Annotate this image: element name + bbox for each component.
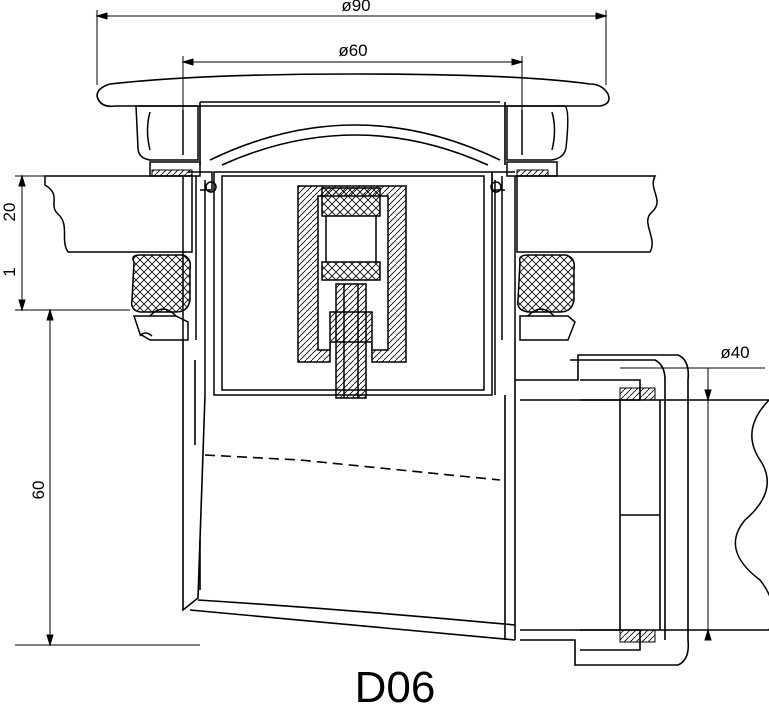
dim-label-top-outer: ø90 <box>341 0 370 15</box>
dim-label-outlet: ø40 <box>720 343 749 362</box>
washer-left <box>132 308 189 341</box>
outlet-seal-top <box>619 387 656 401</box>
lower-body <box>182 340 516 641</box>
dim-label-slab: 20 <box>0 203 19 222</box>
dim-label-top-inner: ø60 <box>338 41 367 60</box>
outlet-pipe-break <box>734 399 769 630</box>
drawing-code: D06 <box>355 663 436 705</box>
dimension-left <box>15 174 200 647</box>
gasket-right <box>516 254 576 313</box>
slab-inlay-right <box>516 169 549 177</box>
side-outlet <box>515 354 769 666</box>
clamp-left <box>135 105 201 177</box>
slab-inlay-left <box>151 169 193 177</box>
slab-left <box>44 175 193 253</box>
gasket-left <box>130 254 192 313</box>
dimension-top-outer <box>95 10 608 85</box>
clamp-right <box>506 105 569 177</box>
valve-assembly <box>297 185 407 399</box>
dim-label-gap: 1 <box>0 267 19 276</box>
top-cap <box>96 73 610 166</box>
washer-right <box>519 308 576 341</box>
outlet-seal-bottom <box>619 629 656 643</box>
slab-right <box>516 175 658 253</box>
dimension-top-inner <box>181 56 524 150</box>
dim-label-body-height: 60 <box>29 481 48 500</box>
dimension-outlet <box>620 367 765 641</box>
upper-body <box>182 171 516 396</box>
